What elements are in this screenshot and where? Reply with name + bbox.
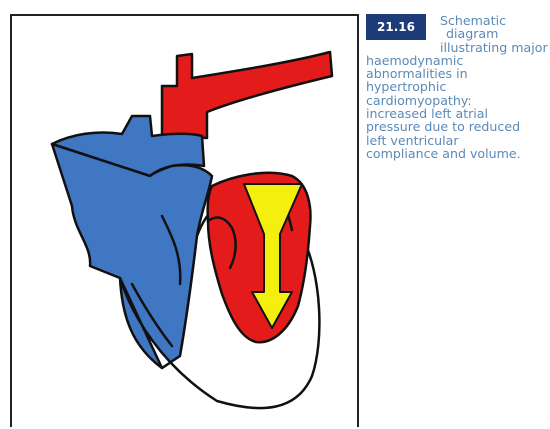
caption-line: increased left atrial — [366, 107, 550, 120]
caption-line: haemodynamic — [366, 54, 550, 67]
caption-line: compliance and volume. — [366, 147, 550, 160]
figure-caption: 21.16 Schematic diagram illustrating maj… — [366, 14, 550, 160]
figure-number-badge: 21.16 — [366, 14, 426, 40]
caption-line: abnormalities in — [366, 67, 550, 80]
caption-line: illustrating major — [366, 41, 550, 54]
caption-line: cardiomyopathy: — [366, 94, 550, 107]
caption-line: pressure due to reduced — [366, 120, 550, 133]
caption-line: left ventricular — [366, 134, 550, 147]
aorta-arch — [162, 52, 332, 138]
caption-line: hypertrophic — [366, 80, 550, 93]
heart-diagram — [12, 16, 361, 429]
heart-diagram-frame — [10, 14, 359, 427]
